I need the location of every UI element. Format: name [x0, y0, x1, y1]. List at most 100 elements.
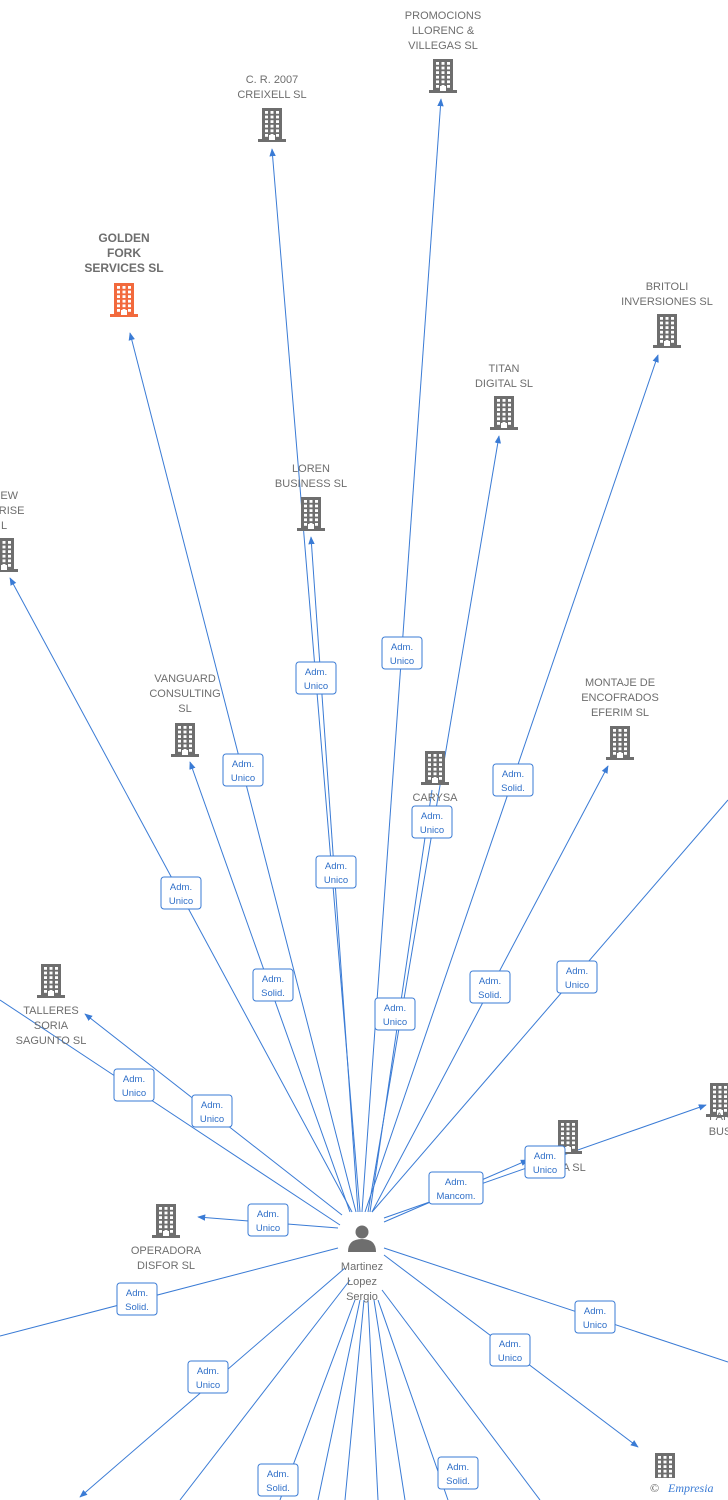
role-badge-line: Adm. [170, 882, 192, 893]
edges [0, 98, 728, 1500]
role-badge-line: Mancom. [436, 1191, 475, 1202]
role-badge-line: Adm. [197, 1366, 219, 1377]
relationship-edge [371, 799, 728, 1213]
role-badge[interactable]: Adm.Unico [247, 1203, 289, 1237]
role-badge[interactable]: Adm.Unico [295, 661, 337, 695]
role-badge[interactable]: Adm.Unico [489, 1333, 531, 1367]
relationship-edge [377, 1299, 449, 1500]
role-badge-line: Unico [324, 875, 348, 886]
building-icon[interactable] [421, 751, 449, 785]
role-badge-line: Adm. [502, 769, 524, 780]
company-label-line: GOLDEN [98, 231, 149, 245]
role-badge-line: Adm. [534, 1151, 556, 1162]
role-badge[interactable]: Adm.Unico [574, 1300, 616, 1334]
role-badge-line: Adm. [447, 1462, 469, 1473]
role-badge[interactable]: Adm. Unico [191, 1094, 233, 1128]
relationship-edge [373, 1299, 406, 1500]
company-node-operadora[interactable]: OPERADORA DISFOR SL [131, 1204, 202, 1272]
company-label-line: DISFOR SL [137, 1260, 195, 1272]
role-badge-line: Solid. [478, 990, 502, 1001]
role-badge[interactable]: Adm. Unico [374, 997, 416, 1031]
company-label: LOREN BUSINESS SL [275, 463, 347, 490]
company-node-view[interactable]: VIEWRPRISEL [0, 490, 24, 572]
role-badge-line: Adm. [384, 1003, 406, 1014]
building-icon[interactable] [653, 314, 681, 348]
role-badge[interactable]: Adm.Solid. [116, 1282, 158, 1316]
role-badge[interactable]: Adm. Mancom. [428, 1171, 484, 1205]
company-label-line: BUSINESS SL [275, 478, 347, 490]
role-badge[interactable]: Adm.Solid. [257, 1463, 299, 1497]
person-icon [348, 1225, 376, 1252]
role-badge[interactable]: Adm.Unico [381, 636, 423, 670]
company-label-line: LLORENC & [412, 25, 475, 37]
company-node-loren[interactable]: LOREN BUSINESS SL [275, 463, 347, 531]
company-label-line: SAGUNTO SL [16, 1035, 87, 1047]
building-icon[interactable] [37, 964, 65, 998]
company-label-line: CREIXELL SL [237, 89, 306, 101]
company-label: OPERADORA DISFOR SL [131, 1245, 202, 1272]
role-badge[interactable]: Adm. Unico [524, 1145, 566, 1179]
company-label-line: OPERADORA [131, 1245, 202, 1257]
building-icon[interactable] [258, 108, 286, 142]
building-icon[interactable] [706, 1083, 728, 1117]
empresia-logo: Empresia [668, 1481, 714, 1495]
building-icon[interactable] [152, 1204, 180, 1238]
role-badge-line: Adm. [566, 966, 588, 977]
role-badge-line: Adm. [499, 1339, 521, 1350]
role-badge[interactable]: Adm.Unico [160, 876, 202, 910]
role-badge[interactable]: Adm. Unico [187, 1360, 229, 1394]
building-icon[interactable] [554, 1120, 582, 1154]
role-badge-line: Adm. [445, 1177, 467, 1188]
company-label-line: INVERSIONES SL [621, 296, 713, 308]
role-badge-line: Unico [304, 681, 328, 692]
building-icon[interactable] [0, 538, 18, 572]
company-label-line: VILLEGAS SL [408, 40, 478, 52]
role-badge[interactable]: Adm.Solid. [437, 1456, 479, 1490]
role-badge-line: Adm. [421, 811, 443, 822]
company-label-line: LOREN [292, 463, 330, 475]
role-badge-line: Unico [196, 1380, 220, 1391]
role-badge[interactable]: Adm.Solid. [469, 970, 511, 1004]
relationship-edge [0, 1247, 339, 1337]
building-icon[interactable] [429, 59, 457, 93]
role-badge[interactable]: Adm.Unico [411, 805, 453, 839]
role-badge-line: Solid. [125, 1302, 149, 1313]
relationship-edge [381, 1289, 541, 1500]
relationship-edge [0, 999, 341, 1226]
role-badge[interactable]: Adm.Unico [556, 960, 598, 994]
company-label-line: TITAN [489, 363, 520, 375]
building-icon[interactable] [171, 723, 199, 757]
role-badge[interactable]: Adm.Unico [222, 753, 264, 787]
role-badge[interactable]: Adm.Unico [113, 1068, 155, 1102]
role-badge[interactable]: Adm.Unico [315, 855, 357, 889]
building-icon[interactable] [297, 497, 325, 531]
role-badge-line: Unico [583, 1320, 607, 1331]
person-label-line: Sergio [346, 1291, 378, 1303]
role-badge[interactable]: Adm.Solid. [492, 763, 534, 797]
role-badge-line: Solid. [261, 988, 285, 999]
building-icon[interactable] [490, 396, 518, 430]
role-badge-line: Unico [383, 1017, 407, 1028]
company-label-line: BUS [709, 1126, 728, 1138]
building-icon[interactable] [110, 283, 138, 317]
role-badge-line: Adm. [232, 759, 254, 770]
role-badge-line: Unico [200, 1114, 224, 1125]
role-badge[interactable]: Adm.Solid. [252, 968, 294, 1002]
building-icon[interactable] [606, 726, 634, 760]
role-badge-line: Adm. [201, 1100, 223, 1111]
role-badge-line: Unico [533, 1165, 557, 1176]
